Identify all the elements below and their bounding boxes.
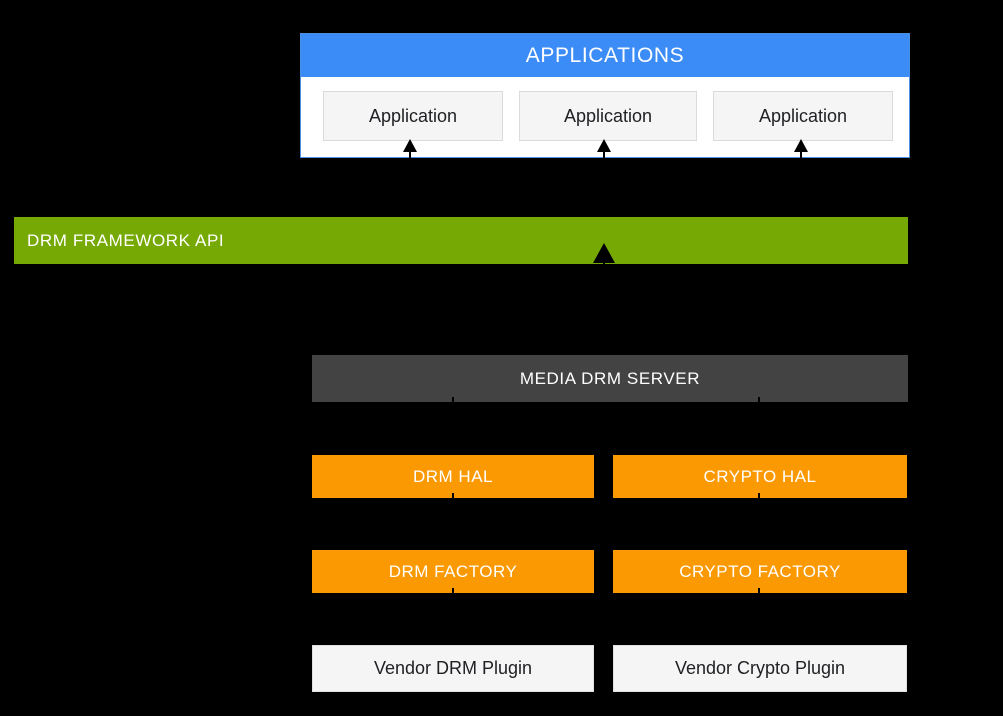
vendor-drm-plugin-box: Vendor DRM Plugin xyxy=(312,645,594,692)
applications-layer-title: APPLICATIONS xyxy=(301,34,909,77)
connector-line-crypto-factory-plugin xyxy=(758,588,760,648)
connector-line-app1-up xyxy=(409,150,411,164)
drm-factory-box: DRM FACTORY xyxy=(312,550,594,593)
arrow-head-app3-up xyxy=(794,139,808,152)
crypto-hal-box: CRYPTO HAL xyxy=(613,455,907,498)
connector-line-drm-hal-factory xyxy=(452,493,454,553)
connector-line-app1-down xyxy=(376,160,378,215)
vendor-crypto-plugin-box: Vendor Crypto Plugin xyxy=(613,645,907,692)
connector-line-framework-server xyxy=(603,263,605,357)
drm-framework-api-bar: DRM FRAMEWORK API xyxy=(14,217,908,264)
arrow-head-framework-up xyxy=(593,243,615,263)
connector-line-crypto-hal-factory xyxy=(758,493,760,553)
connector-line-server-crypto-hal xyxy=(758,397,760,457)
connector-line-app3-down xyxy=(836,160,838,215)
arrow-head-app2-up xyxy=(597,139,611,152)
crypto-factory-box: CRYPTO FACTORY xyxy=(613,550,907,593)
connector-line-app3-up xyxy=(800,150,802,164)
media-drm-server-box: MEDIA DRM SERVER xyxy=(312,355,908,402)
arrow-head-app1-up xyxy=(403,139,417,152)
application-box-1[interactable]: Application xyxy=(323,91,503,141)
drm-hal-box: DRM HAL xyxy=(312,455,594,498)
application-box-2[interactable]: Application xyxy=(519,91,697,141)
connector-line-app2-up xyxy=(603,150,605,164)
application-box-3[interactable]: Application xyxy=(713,91,893,141)
connector-line-app2-down xyxy=(603,160,605,215)
connector-line-server-drm-hal xyxy=(452,397,454,457)
applications-layer-group: APPLICATIONS Application Application App… xyxy=(300,33,910,158)
connector-line-drm-factory-plugin xyxy=(452,588,454,648)
